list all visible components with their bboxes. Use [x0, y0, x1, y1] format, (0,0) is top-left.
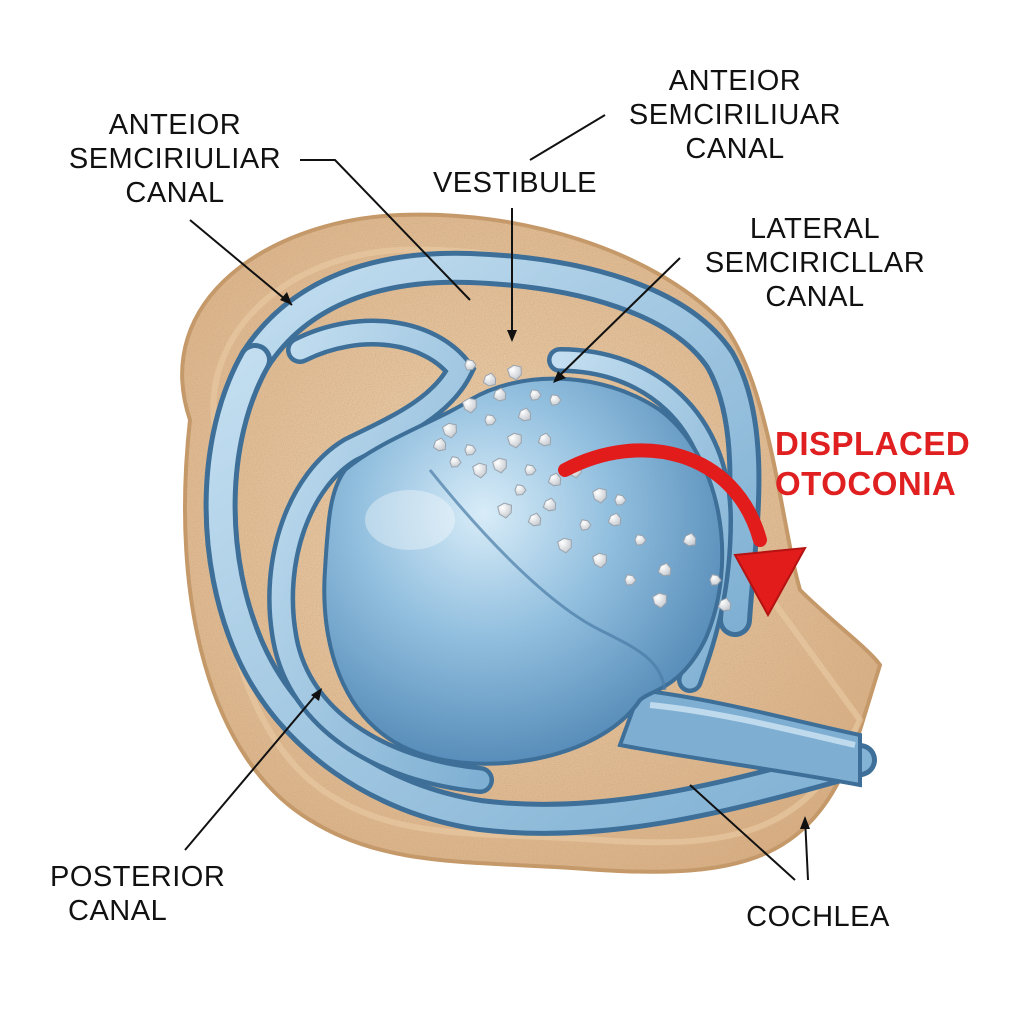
otoconia-crystal: [517, 407, 532, 422]
label-cochlea: COCHLEA: [718, 900, 918, 934]
otoconia-crystal: [441, 422, 457, 439]
otoconia-crystal: [709, 574, 722, 586]
otoconia-crystal: [492, 387, 507, 402]
label-lateral-canal: LATERAL SEMCIRICLLAR CANAL: [685, 212, 945, 314]
otoconia-crystal: [449, 456, 462, 468]
leader-anterior-left: [300, 159, 471, 301]
label-posterior-canal: POSTERIOR CANAL: [50, 860, 280, 928]
label-anterior-canal-left: ANTEIOR SEMCIRIULIAR CANAL: [55, 108, 295, 210]
inner-canal-loop-lumen: [271, 323, 490, 790]
otoconia-crystal: [542, 497, 557, 512]
cochlear-duct: [617, 687, 862, 788]
label-anterior-right-line2: SEMCIRILIUAR: [628, 99, 842, 131]
cochlear-duct-highlight: [649, 702, 856, 748]
otoconia-crystal: [464, 359, 477, 371]
leader-anterior-right: [529, 114, 606, 161]
otoconia-crystal: [624, 574, 637, 586]
bone-inner-rim: [210, 246, 864, 846]
label-lateral-line1: LATERAL: [749, 213, 881, 245]
otoconia-crystal: [506, 364, 522, 381]
leader-lateral: [554, 257, 681, 381]
otoconia-crystal: [472, 462, 487, 479]
otoconia-crystal: [482, 372, 497, 387]
displacement-arrow-shaft: [558, 443, 767, 547]
arrowhead-anterior-left: [280, 292, 292, 305]
otoconia-crystal: [557, 537, 572, 554]
otoconia-crystal: [497, 502, 513, 519]
otoconia-crystal: [484, 414, 497, 426]
label-vestibule: VESTIBULE: [415, 166, 615, 200]
otoconia-crystal: [461, 397, 477, 414]
otoconia-crystal: [592, 552, 607, 569]
otoconia-crystal: [652, 592, 667, 609]
label-anterior-left-line3: CANAL: [125, 177, 225, 209]
arrowhead-lateral: [553, 371, 566, 383]
otoconia-crystal: [537, 432, 552, 447]
otoconia-cluster: [432, 359, 732, 612]
otoconia-crystal: [717, 597, 732, 612]
vestibule-sheen: [365, 490, 455, 550]
otoconia-crystal: [607, 512, 622, 527]
otoconia-crystal: [634, 534, 647, 546]
leader-posterior: [184, 689, 321, 851]
label-anterior-right-line3: CANAL: [685, 133, 785, 165]
arrowhead-cochlea: [800, 816, 810, 829]
anterior-canal-outer-lumen: [243, 255, 757, 632]
label-cochlea-line1: COCHLEA: [746, 901, 890, 933]
label-anterior-left-line2: SEMCIRIULIAR: [68, 143, 282, 175]
posterior-canal-outer-lumen: [208, 348, 872, 831]
label-lateral-line2: SEMCIRICLLAR: [704, 247, 926, 279]
otoconia-crystal: [524, 464, 537, 476]
otoconia-crystal: [657, 562, 672, 577]
otoconia-crystal: [614, 494, 627, 506]
otoconia-crystal: [549, 394, 562, 406]
label-anterior-canal-right: ANTEIOR SEMCIRILIUAR CANAL: [605, 64, 865, 166]
otoconia-crystal: [464, 444, 477, 456]
label-posterior-line2: CANAL: [68, 895, 168, 927]
label-anterior-right-line1: ANTEIOR: [668, 65, 802, 97]
otoconia-crystal: [514, 484, 527, 496]
otoconia-crystal: [592, 487, 607, 504]
arrowhead-posterior: [311, 688, 322, 701]
otoconia-crystal: [579, 519, 592, 531]
otoconia-crystal: [527, 512, 542, 527]
label-displaced-line1: DISPLACED: [775, 425, 971, 462]
label-posterior-line1: POSTERIOR: [50, 861, 226, 893]
otoconia-crystal: [547, 472, 562, 487]
label-anterior-left-line1: ANTEIOR: [108, 109, 242, 141]
label-displaced-otoconia: DISPLACED OTOCONIA: [775, 424, 995, 504]
leader-arrowheads: [280, 292, 810, 829]
leader-cochlea-1: [689, 784, 796, 881]
vestibule-division: [428, 469, 667, 691]
label-displaced-line2: OTOCONIA: [775, 465, 957, 502]
otoconia-crystal: [506, 432, 522, 449]
otoconia-crystal: [432, 437, 447, 452]
otoconia-crystal: [682, 532, 697, 547]
otoconia-crystal: [529, 389, 542, 401]
leader-anterior-left-2: [189, 219, 293, 306]
displacement-arrowhead: [733, 546, 807, 618]
arrowhead-vestibule: [507, 330, 517, 342]
leader-lines: [184, 114, 809, 881]
label-lateral-line3: CANAL: [765, 281, 865, 313]
label-vestibule-line1: VESTIBULE: [432, 167, 598, 199]
otoconia-crystal: [492, 457, 507, 474]
